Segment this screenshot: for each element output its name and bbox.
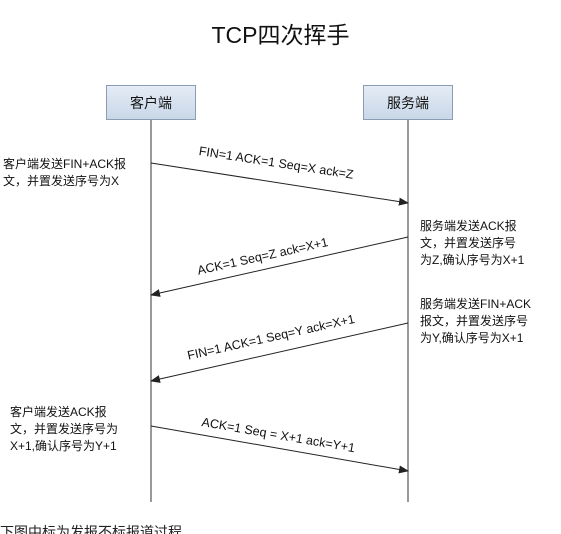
note-line: 文，并置发送序号为: [10, 422, 119, 436]
note-line: 文，并置发送序号: [420, 236, 517, 250]
message-arrow-3: [150, 322, 409, 383]
client-note-2: 客户端发送ACK报 文，并置发送序号为 X+1,确认序号为Y+1: [10, 404, 155, 455]
server-label: 服务端: [387, 94, 429, 111]
note-line: 服务端发送ACK报: [420, 219, 517, 233]
client-label: 客户端: [130, 94, 172, 111]
note-line: 客户端发送ACK报: [10, 405, 107, 419]
note-line: 文，并置发送序号为X: [3, 174, 120, 188]
note-line: 为Y,确认序号为X+1: [420, 331, 524, 345]
note-line: 服务端发送FIN+ACK: [420, 297, 532, 311]
server-note-1: 服务端发送ACK报 文，并置发送序号 为Z,确认序号为X+1: [420, 218, 560, 269]
note-line: X+1,确认序号为Y+1: [10, 439, 117, 453]
message-arrow-2: [150, 236, 409, 297]
footer-fragment: 下图中标为发报不标报道过程: [0, 524, 182, 534]
client-lifeline-box: 客户端: [106, 85, 196, 120]
diagram-title: TCP四次挥手: [211, 22, 350, 48]
note-line: 报文，并置发送序号: [420, 314, 529, 328]
note-line: 为Z,确认序号为X+1: [420, 253, 525, 267]
client-note-1: 客户端发送FIN+ACK报 文，并置发送序号为X: [3, 156, 153, 190]
note-line: 客户端发送FIN+ACK报: [3, 157, 127, 171]
message-arrow-4: [150, 425, 409, 474]
server-note-2: 服务端发送FIN+ACK 报文，并置发送序号 为Y,确认序号为X+1: [420, 296, 560, 347]
server-lifeline-box: 服务端: [363, 85, 453, 120]
message-arrow-1: [150, 162, 409, 206]
